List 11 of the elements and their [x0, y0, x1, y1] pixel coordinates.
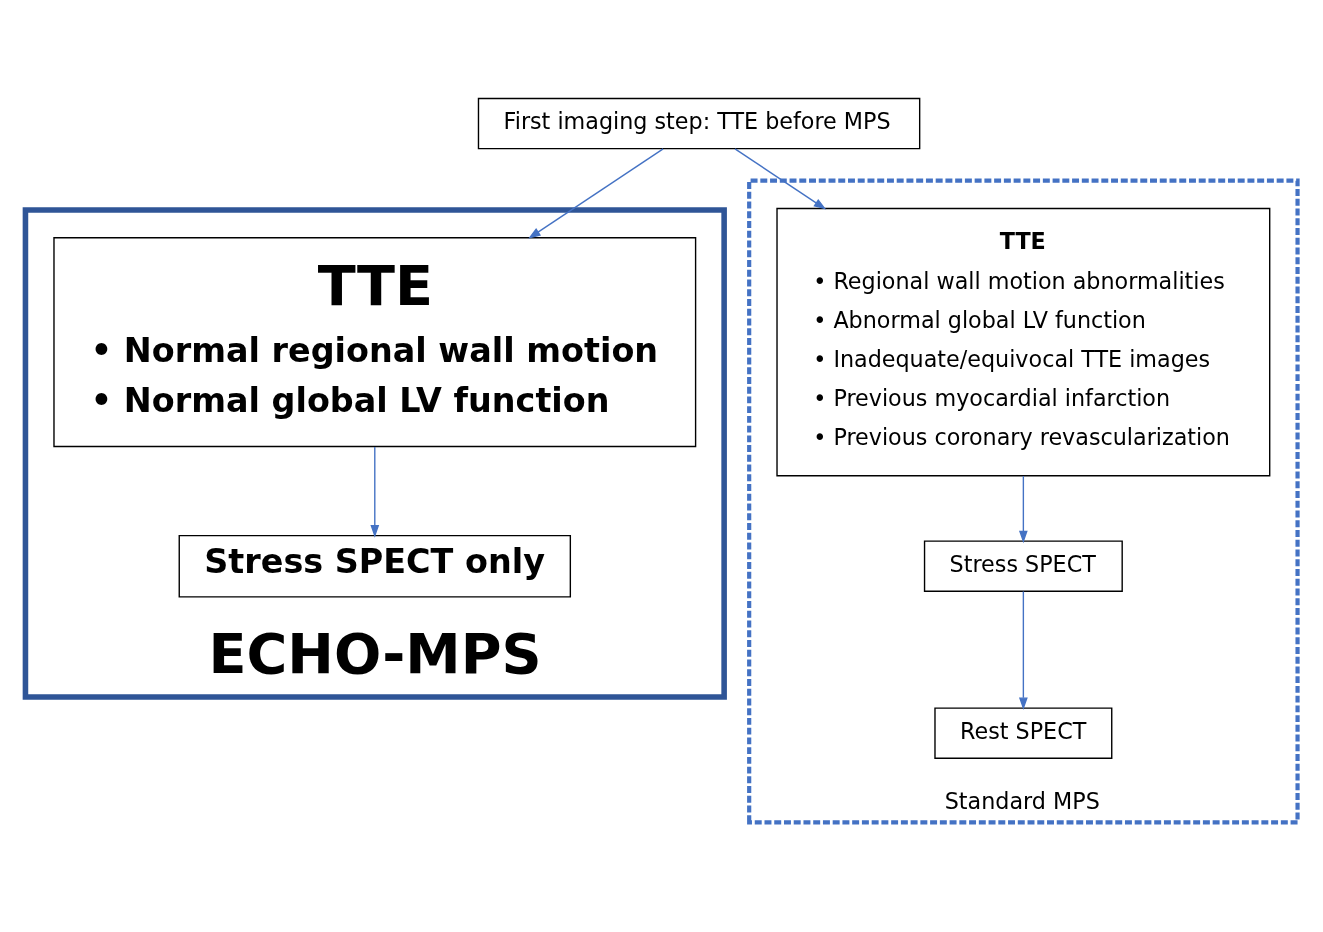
arrow — [1019, 590, 1028, 711]
node-box: Stress SPECT — [923, 540, 1123, 592]
node-box: Rest SPECT — [934, 707, 1113, 759]
arrow — [528, 148, 664, 239]
node-box: TTE • Normal regional wall motion • Normal global LV function — [53, 237, 697, 448]
arrow — [1019, 475, 1028, 544]
arrow — [734, 148, 827, 210]
node-box: TTE • Regional wall motion abnormalities • Abnormal global LV function • Inadequate/equivocal TTE images • Previous myocardial infarction • Previous coronary revascularization — [776, 207, 1271, 477]
node-box: First imaging step: TTE before MPS — [477, 97, 921, 150]
node-box: Stress SPECT only — [178, 534, 572, 598]
arrow — [370, 446, 380, 538]
